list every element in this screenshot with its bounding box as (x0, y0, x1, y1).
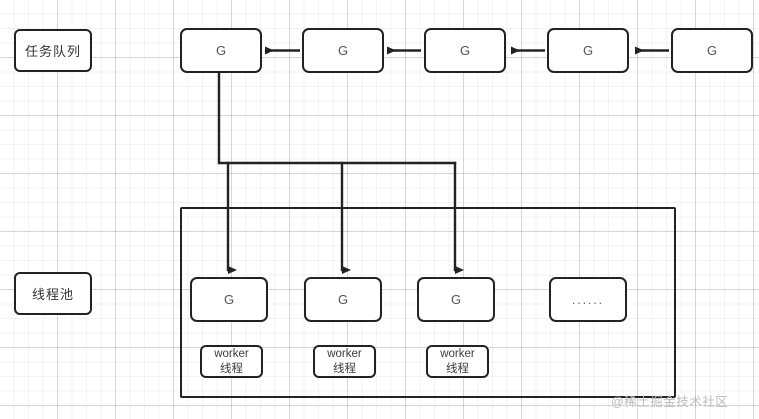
worker-node-3-line1: worker (440, 348, 475, 361)
worker-node-3[interactable]: worker 线程 (426, 345, 489, 378)
worker-node-1[interactable]: worker 线程 (200, 345, 263, 378)
pool-node-ellipsis: ...... (549, 277, 627, 322)
pool-node-2[interactable]: G (304, 277, 382, 322)
worker-node-2-line2: 线程 (333, 362, 356, 375)
thread-pool-label: 线程池 (14, 272, 92, 315)
worker-node-2-line1: worker (327, 348, 362, 361)
watermark: @稀土掘金技术社区 (611, 395, 729, 409)
queue-node-4[interactable]: G (547, 28, 629, 73)
queue-node-1[interactable]: G (180, 28, 262, 73)
worker-node-3-line2: 线程 (446, 362, 469, 375)
worker-node-2[interactable]: worker 线程 (313, 345, 376, 378)
queue-node-3[interactable]: G (424, 28, 506, 73)
queue-node-5[interactable]: G (671, 28, 753, 73)
worker-node-1-line1: worker (214, 348, 249, 361)
task-queue-label: 任务队列 (14, 29, 92, 72)
queue-node-2[interactable]: G (302, 28, 384, 73)
pool-node-3[interactable]: G (417, 277, 495, 322)
dispatch-trunk (217, 71, 457, 165)
worker-node-1-line2: 线程 (220, 362, 243, 375)
thread-pool-container (180, 207, 676, 398)
pool-node-1[interactable]: G (190, 277, 268, 322)
